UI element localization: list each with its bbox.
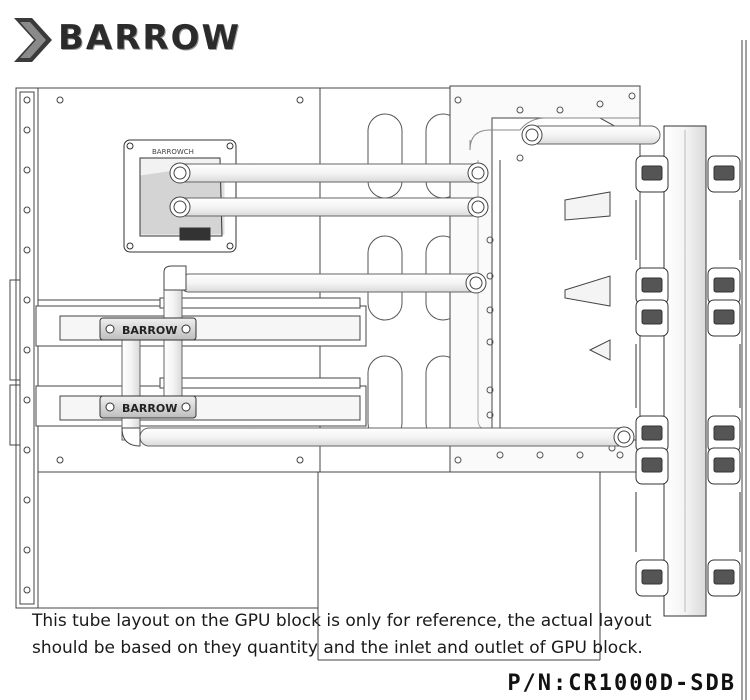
part-number: P/N:CR1000D-SDB [507,671,736,696]
distribution-plate [449,85,641,660]
reference-caption: This tube layout on the GPU block is onl… [32,608,732,662]
case-slot-bracket [9,87,39,609]
pump-block: BARROWCH [123,139,237,253]
brand-wordmark: BARROW [58,18,241,58]
tubes-horizontal [139,125,661,447]
radiator-fans [635,155,741,597]
gpu-bridge-top: BARROW [99,317,197,341]
caption-line-2: should be based on they quantity and the… [32,638,643,658]
brand-logo-icon [14,18,52,62]
gpu-bridge-bottom: BARROW [99,395,197,419]
pump-logo-label: BARROWCH [152,148,194,156]
tube-fittings [121,124,635,448]
right-rail [741,40,747,700]
radiator [663,125,707,617]
caption-line-1: This tube layout on the GPU block is onl… [32,611,652,631]
bridge-label-bottom: BARROW [122,402,177,415]
bridge-label-top: BARROW [122,324,177,337]
